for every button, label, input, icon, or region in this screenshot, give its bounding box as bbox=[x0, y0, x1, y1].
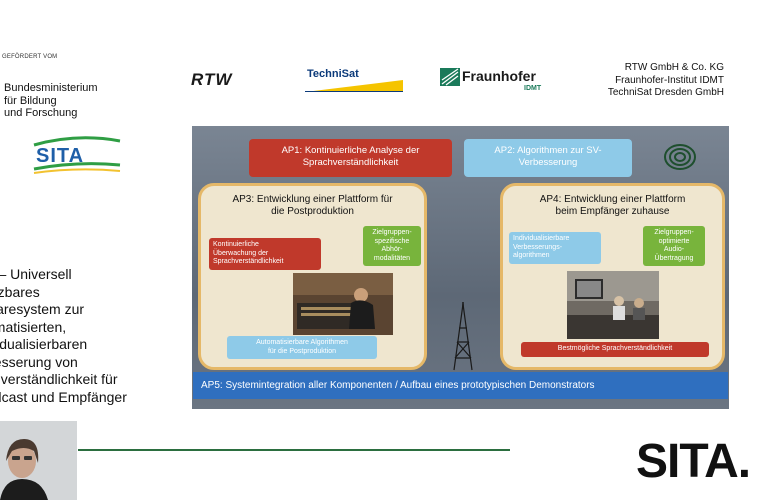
ministry-line: für Bildung bbox=[4, 94, 57, 107]
broadcast-tower-icon bbox=[453, 302, 473, 371]
ap5-bar: AP5: Systemintegration aller Komponenten… bbox=[193, 372, 728, 399]
partner-companies: RTW GmbH & Co. KG Fraunhofer-Institut ID… bbox=[560, 62, 724, 100]
tag-automatable-algorithms: Automatisierbare Algorithmen für die Pos… bbox=[227, 336, 377, 359]
ap4-title: AP4: Entwicklung einer Plattform beim Em… bbox=[503, 194, 722, 218]
ap2-line: Verbesserung bbox=[518, 157, 578, 168]
divider-line bbox=[78, 449, 510, 451]
living-room-photo bbox=[567, 271, 659, 339]
tag-continuous-monitoring: Kontinuierliche Überwachung der Sprachve… bbox=[209, 238, 321, 270]
description-line: etzbares bbox=[0, 283, 40, 300]
webcam-video bbox=[0, 421, 77, 500]
description-line: adcast und Empfänger bbox=[0, 388, 127, 405]
ministry-line: und Forschung bbox=[4, 107, 78, 119]
company-line: Fraunhofer-Institut IDMT bbox=[615, 74, 724, 86]
sita-logo-text: SITA bbox=[36, 145, 85, 167]
ap4-panel: AP4: Entwicklung einer Plattform beim Em… bbox=[500, 183, 725, 370]
tag-line: algorithmen bbox=[513, 252, 550, 259]
sita-logo: SITA bbox=[32, 131, 122, 177]
tag-line: optimierte bbox=[658, 237, 690, 245]
ap4-title-line: AP4: Entwicklung einer Plattform bbox=[539, 194, 686, 205]
company-line: RTW GmbH & Co. KG bbox=[624, 62, 724, 73]
tag-line: Sprachverständlichkeit bbox=[213, 258, 284, 265]
studio-photo bbox=[293, 273, 393, 335]
description-line: A – Universell bbox=[0, 266, 72, 282]
tag-line: Kontinuierliche bbox=[213, 241, 259, 248]
tag-best-intelligibility: Bestmögliche Sprachverständlichkeit bbox=[521, 342, 709, 357]
ap2-box: AP2: Algorithmen zur SV- Verbesserung bbox=[464, 139, 632, 177]
technisat-logo: TechniSat bbox=[305, 68, 405, 94]
description-line: besserung von bbox=[0, 353, 78, 370]
work-package-diagram: AP1: Kontinuierliche Analyse der Sprachv… bbox=[192, 126, 729, 409]
company-line: TechniSat Dresden GmbH bbox=[607, 87, 724, 98]
tag-line: Audio- bbox=[663, 246, 685, 253]
ap3-title-line: AP3: Entwicklung einer Plattform für bbox=[232, 194, 393, 205]
technisat-logo-text: TechniSat bbox=[307, 68, 359, 80]
rtw-logo: RTW bbox=[191, 70, 233, 89]
rings-icon bbox=[664, 144, 696, 170]
fraunhofer-logo: Fraunhofer IDMT bbox=[440, 68, 550, 98]
ap2-line: AP2: Algorithmen zur SV- bbox=[494, 145, 602, 156]
tag-line: für die Postproduktion bbox=[267, 347, 337, 355]
ap3-title-line: die Postproduktion bbox=[271, 206, 354, 217]
tag-optimized-audio: Zielgruppen- optimierte Audio- Übertragu… bbox=[643, 226, 705, 266]
ap1-box: AP1: Kontinuierliche Analyse der Sprachv… bbox=[249, 139, 452, 177]
sita-wordmark: SITA. bbox=[636, 435, 751, 488]
funded-by-label: GEFÖRDERT VOM bbox=[2, 54, 58, 60]
description-line: chverständlichkeit für bbox=[0, 371, 118, 387]
description-line: ividualisierbaren bbox=[0, 336, 88, 352]
tag-line: Abhör- bbox=[381, 246, 403, 253]
ap1-line: AP1: Kontinuierliche Analyse der bbox=[281, 145, 420, 156]
ap3-panel: AP3: Entwicklung einer Plattform für die… bbox=[198, 183, 427, 370]
fraunhofer-logo-sub: IDMT bbox=[524, 85, 542, 92]
tag-individual-algorithms: Individualisierbare Verbesserungs- algor… bbox=[509, 232, 601, 264]
tag-line: Verbesserungs- bbox=[513, 243, 563, 251]
description-line: omatisierten, bbox=[0, 318, 67, 335]
ap1-line: Sprachverständlichkeit bbox=[302, 157, 399, 168]
tag-line: Übertragung bbox=[654, 254, 694, 262]
tag-line: Zielgruppen- bbox=[372, 229, 412, 236]
tag-line: Überwachung der bbox=[213, 249, 269, 257]
tag-line: Individualisierbare bbox=[513, 235, 570, 242]
tag-line: spezifische bbox=[374, 237, 410, 245]
ap3-title: AP3: Entwicklung einer Plattform für die… bbox=[201, 194, 424, 218]
tag-line: Automatisierbare Algorithmen bbox=[256, 339, 348, 346]
ministry-name: Bundesministerium für Bildung und Forsch… bbox=[4, 82, 98, 120]
tag-listening-modalities: Zielgruppen- spezifische Abhör- modalitä… bbox=[363, 226, 421, 266]
project-description: A – Universell etzbares waresystem zur o… bbox=[0, 266, 161, 406]
ap4-title-line: beim Empfänger zuhause bbox=[555, 206, 670, 217]
tag-line: modalitäten bbox=[373, 254, 411, 262]
tag-line: Zielgruppen- bbox=[654, 229, 694, 236]
fraunhofer-mark-icon bbox=[440, 68, 460, 86]
ministry-line: Bundesministerium bbox=[4, 82, 98, 94]
fraunhofer-logo-text: Fraunhofer bbox=[462, 68, 536, 84]
description-line: waresystem zur bbox=[0, 301, 85, 317]
